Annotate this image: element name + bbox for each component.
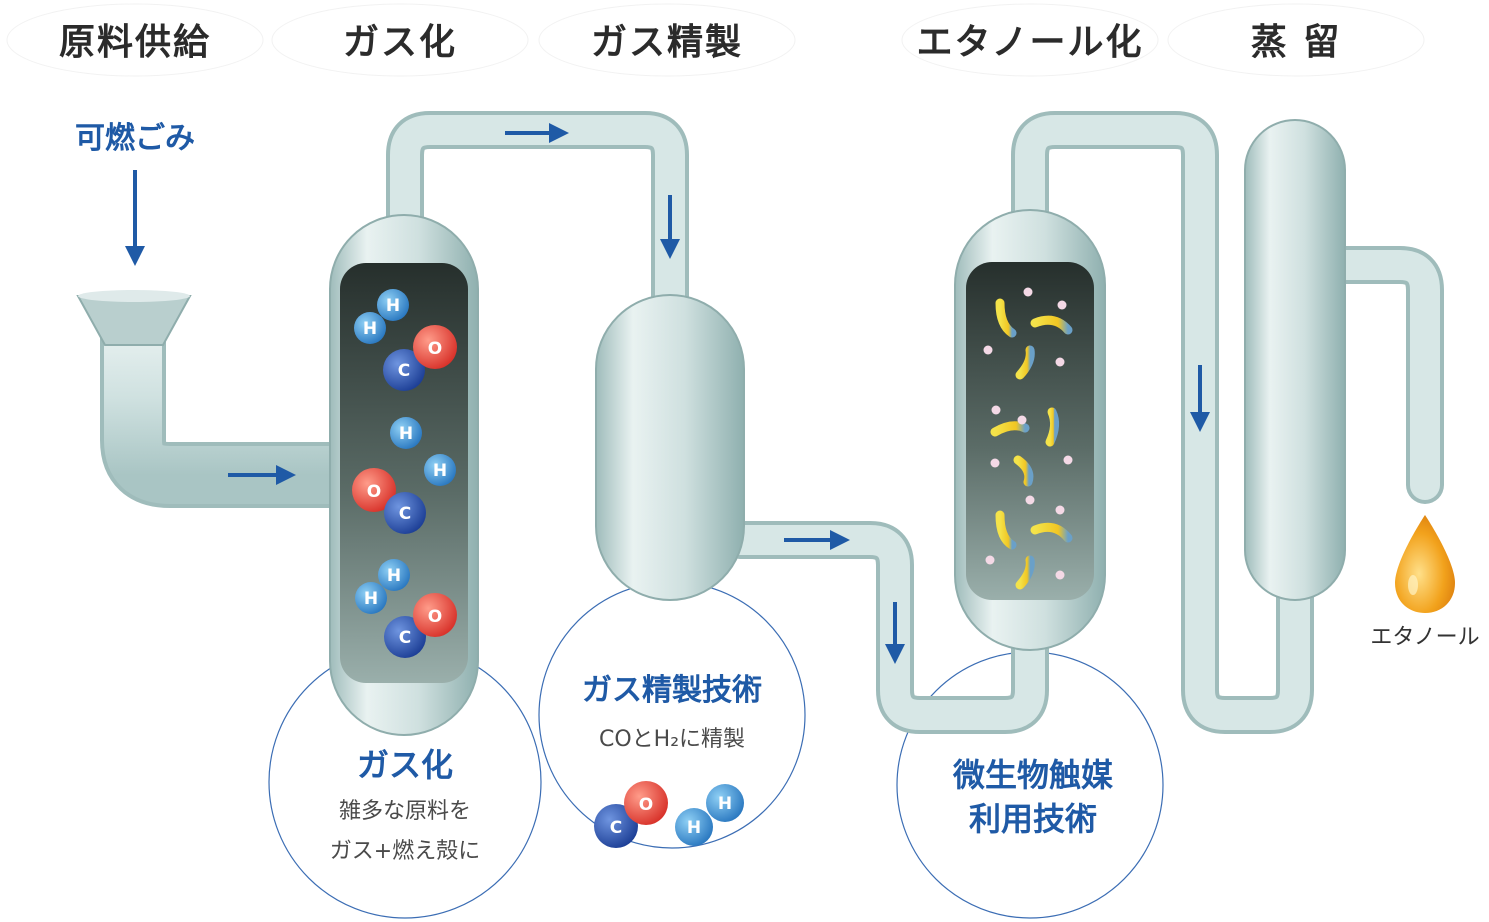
svg-text:O: O <box>639 795 653 815</box>
molecule-icon: C O <box>383 325 457 391</box>
molecule-icon: H H <box>355 559 410 614</box>
svg-text:O: O <box>428 339 442 359</box>
molecule-icon: C O <box>594 781 668 848</box>
svg-text:O: O <box>367 482 381 502</box>
callout-line-refining-1: COとH₂に精製 <box>599 727 745 752</box>
flow-arrows <box>125 123 1210 664</box>
input-label: 可燃ごみ <box>75 121 195 156</box>
svg-text:H: H <box>364 589 378 609</box>
molecule-icon: C O <box>384 593 457 658</box>
callout-title-gasification: ガス化 <box>357 746 453 784</box>
svg-text:H: H <box>718 794 732 814</box>
callout-line-microbe-2: 利用技術 <box>969 800 1097 838</box>
svg-text:C: C <box>610 818 622 838</box>
refining-vessel <box>595 294 745 601</box>
svg-text:H: H <box>433 461 447 481</box>
molecule-icon: H H <box>675 784 744 846</box>
bacteria-icon <box>990 298 1073 590</box>
callout-line-gasification-2: ガス+燃え殻に <box>330 839 480 864</box>
svg-text:H: H <box>363 319 377 339</box>
callout-circle-refining <box>538 581 806 849</box>
hopper <box>76 290 192 346</box>
stage-label-distillation: 蒸 留 <box>1251 22 1342 63</box>
refining-molecules: C O H H <box>594 781 744 848</box>
gasifier-molecules: H H C O H H O C H H C O <box>352 289 457 658</box>
svg-text:C: C <box>399 628 411 648</box>
stage-label-ethanolization: エタノール化 <box>917 22 1144 63</box>
svg-text:C: C <box>398 361 410 381</box>
pipes <box>100 111 1444 734</box>
callout-title-refining: ガス精製技術 <box>582 673 762 708</box>
svg-text:O: O <box>428 607 442 627</box>
callout-line-gasification-1: 雑多な原料を <box>339 799 471 824</box>
distillation-column <box>1244 119 1346 601</box>
stage-headers: 原料供給 ガス化 ガス精製 エタノール化 蒸 留 <box>6 3 1425 77</box>
particle-dots <box>983 287 1073 580</box>
stage-label-gasification: ガス化 <box>343 22 457 63</box>
stage-label-refining: ガス精製 <box>591 22 743 63</box>
molecule-icon: H H <box>390 417 456 486</box>
svg-text:H: H <box>386 296 400 316</box>
callout-line-microbe-1: 微生物触媒 <box>952 756 1114 794</box>
droplet-icon <box>1395 515 1455 613</box>
reactor-bacteria <box>983 287 1073 590</box>
svg-text:C: C <box>399 504 411 524</box>
output-label: エタノール <box>1370 625 1479 650</box>
ethanol-reactor-vessel <box>954 209 1106 651</box>
svg-text:H: H <box>687 818 701 838</box>
molecule-icon: O C <box>352 468 426 534</box>
svg-text:H: H <box>399 424 413 444</box>
svg-text:H: H <box>387 566 401 586</box>
molecule-icon: H H <box>354 289 409 344</box>
stage-label-feed: 原料供給 <box>59 22 211 63</box>
